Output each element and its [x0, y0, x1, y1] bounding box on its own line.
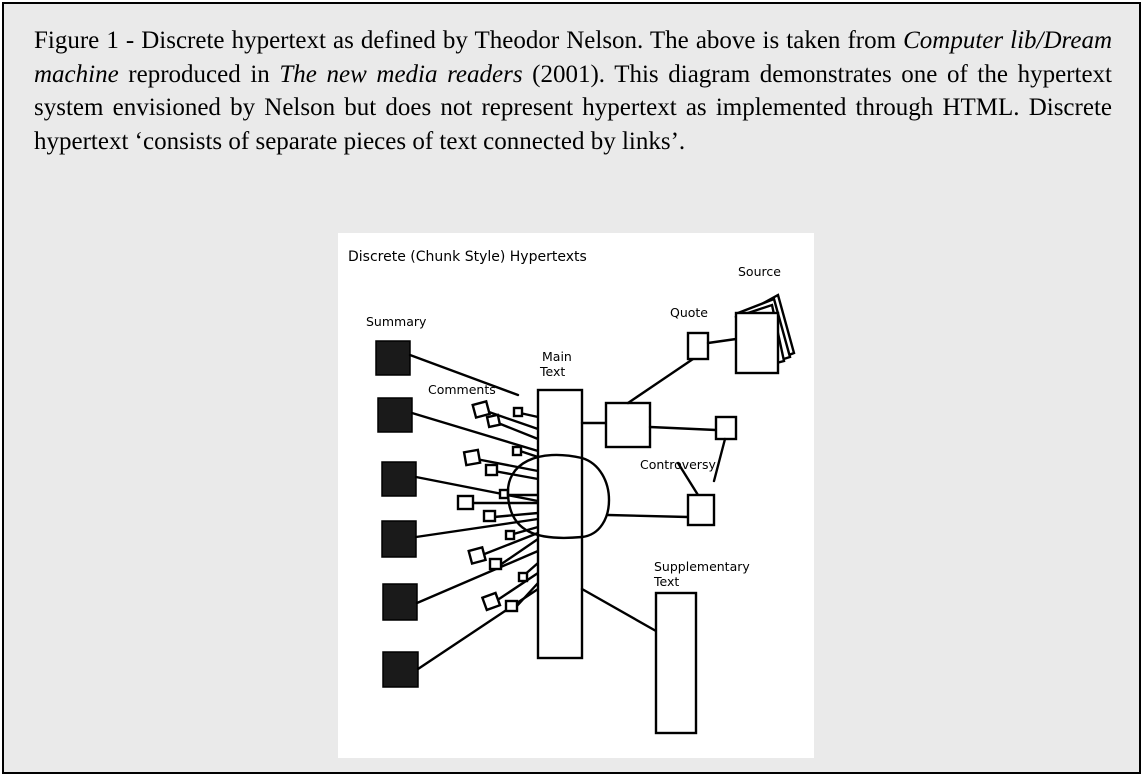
controversy-label: Controversy — [640, 457, 716, 472]
controversy-box — [604, 401, 652, 449]
diagram-title: Discrete (Chunk Style) Hypertexts — [348, 249, 587, 265]
supplementary-label-1: Supplementary — [654, 559, 750, 574]
summary-links — [408, 353, 540, 671]
controversy-box-right — [714, 415, 738, 441]
source-book-icon — [734, 293, 796, 375]
quote-label: Quote — [670, 305, 708, 320]
summary-label: Summary — [366, 314, 427, 329]
summary-square — [382, 651, 419, 688]
summary-square — [381, 461, 417, 497]
summary-square — [381, 520, 417, 558]
hypertext-diagram: Discrete (Chunk Style) Hypertexts — [338, 233, 814, 758]
controversy-loop — [506, 453, 611, 540]
summary-square — [382, 583, 418, 621]
comment-boxes — [456, 399, 529, 613]
summary-square — [377, 397, 413, 433]
main-text-label-1: Main — [542, 349, 572, 364]
supplementary-text-box — [654, 591, 698, 735]
quote-box — [686, 331, 710, 361]
source-label: Source — [738, 264, 781, 279]
caption-text-2: reproduced in — [118, 60, 280, 88]
caption-text-1: Figure 1 - Discrete hypertext as defined… — [34, 27, 904, 54]
main-text-label-2: Text — [539, 364, 565, 379]
comments-label: Comments — [428, 382, 496, 397]
caption-text-3: (2001). This diagram demonstrates one of… — [34, 60, 1112, 155]
caption-book-title-2: The new media readers — [279, 60, 523, 88]
diagram-svg: Discrete (Chunk Style) Hypertexts — [348, 249, 796, 735]
supplementary-label-2: Text — [653, 574, 679, 589]
comment-links — [466, 409, 540, 609]
quote-link — [626, 357, 695, 405]
caption-book-title-1: Computer lib/Dream machine — [34, 27, 1112, 88]
figure-caption: Figure 1 - Discrete hypertext as defined… — [34, 24, 1112, 158]
controversy-box-bottom — [686, 493, 716, 527]
summary-squares — [375, 340, 419, 688]
main-text-box — [536, 388, 584, 660]
summary-square — [375, 340, 411, 376]
